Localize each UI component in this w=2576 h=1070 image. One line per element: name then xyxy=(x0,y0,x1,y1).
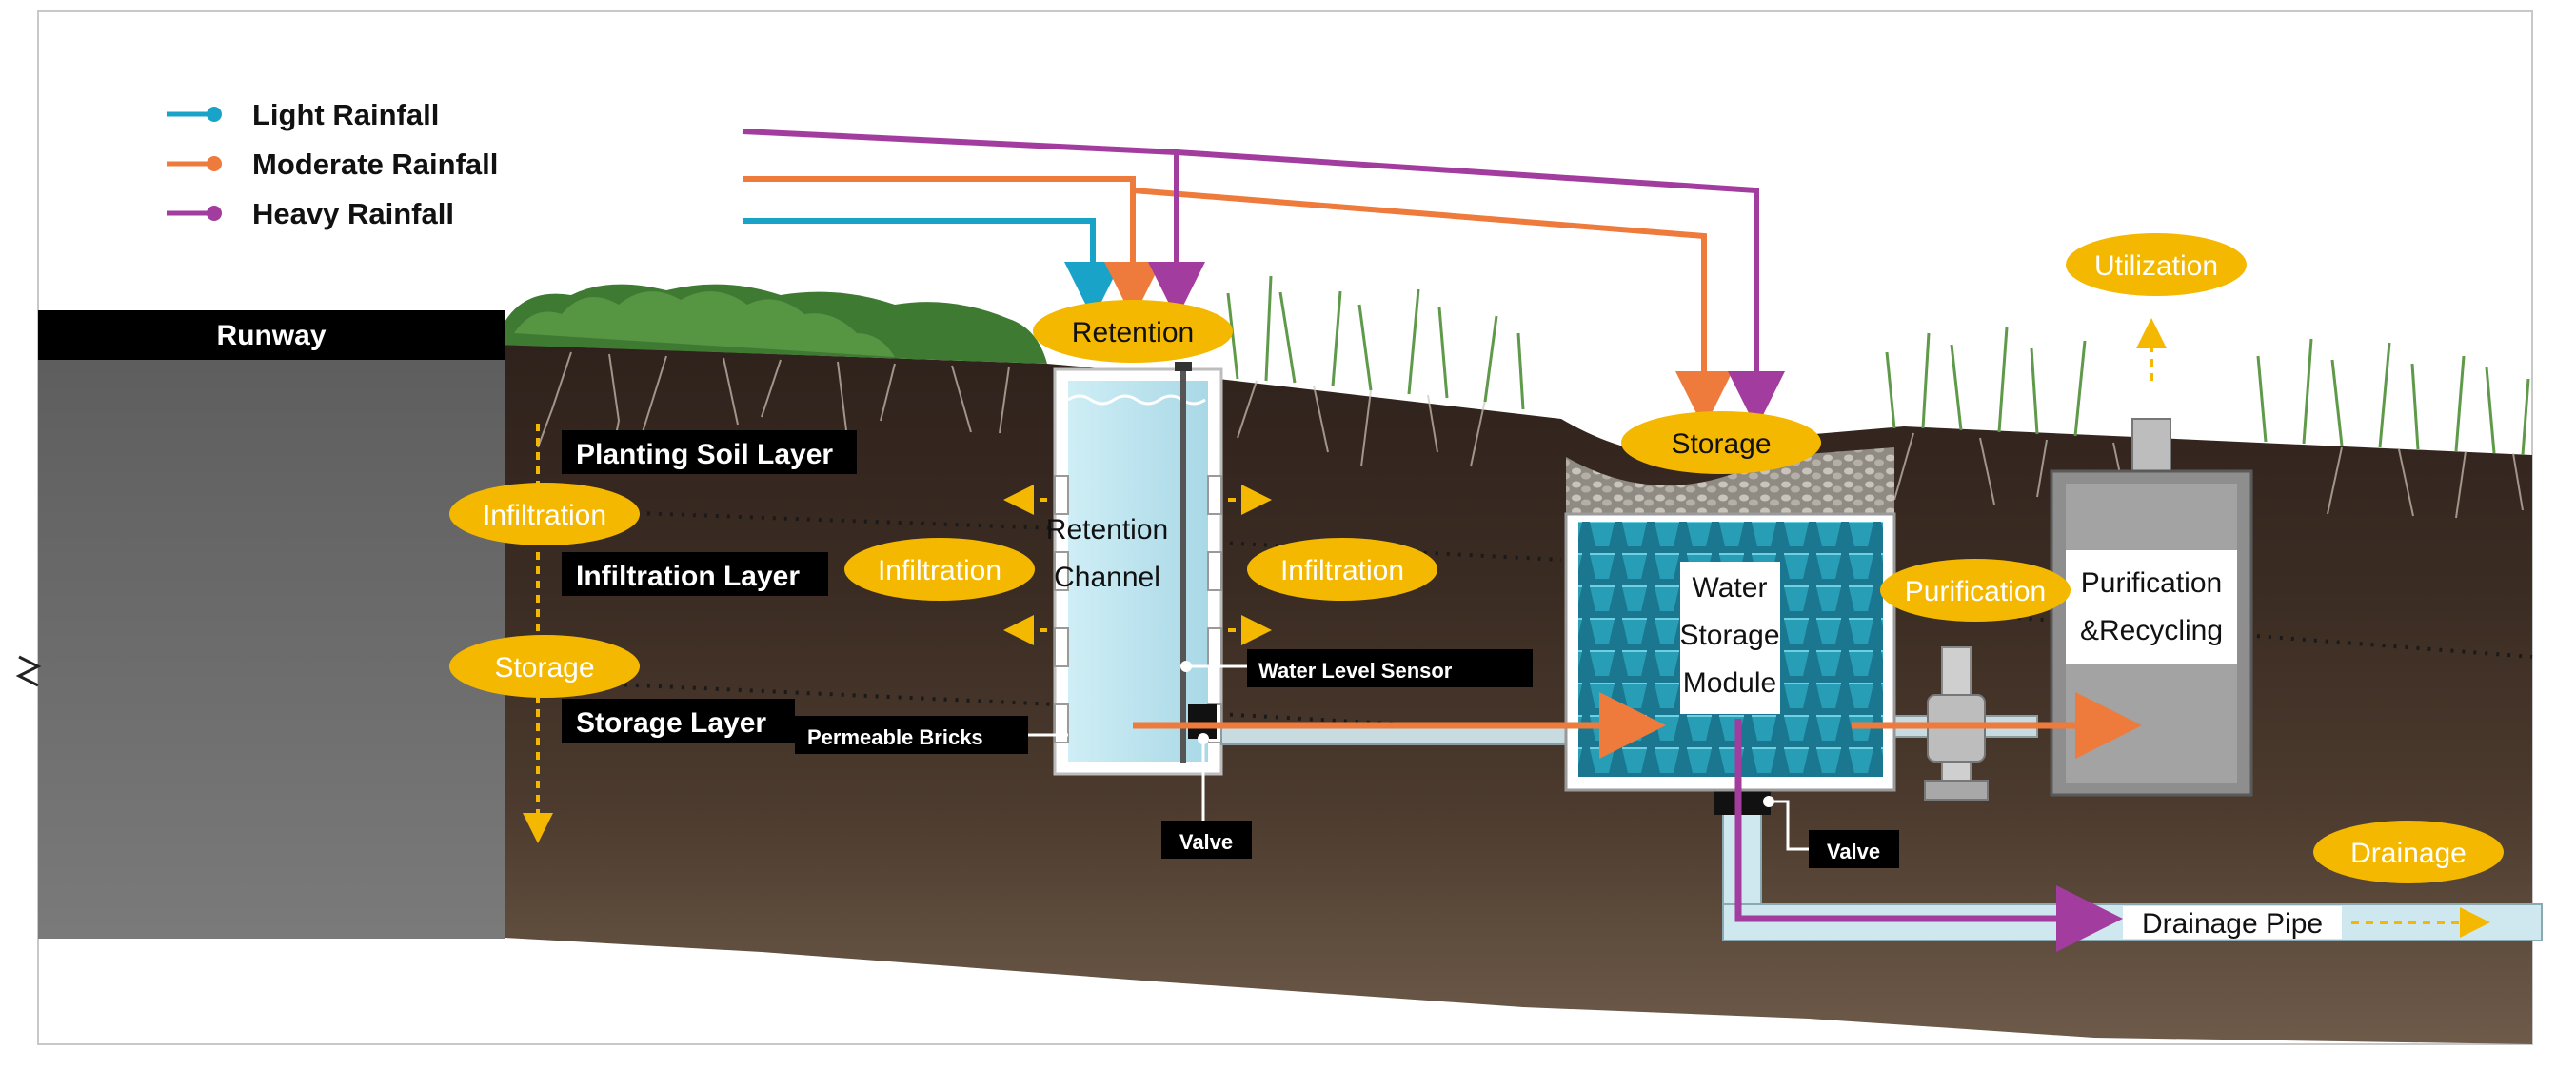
planting-soil-layer-label: Planting Soil Layer xyxy=(576,439,833,470)
light-rainfall-flow xyxy=(743,218,1121,319)
soil-ground xyxy=(505,345,2532,1044)
drainage-badge-label: Drainage xyxy=(2350,838,2467,869)
runway-label: Runway xyxy=(216,320,326,351)
rainfall-arrows xyxy=(742,129,1785,428)
water-storage-label-line2: Storage xyxy=(1679,620,1779,651)
retention-badge xyxy=(1033,300,1233,363)
valve-1-body xyxy=(1188,704,1217,739)
runway xyxy=(15,310,505,939)
legend-dot-moderate xyxy=(207,156,222,171)
valve-2-body xyxy=(1714,788,1771,815)
callout-leaders xyxy=(1028,664,1809,851)
water-level-sensor-label: Water Level Sensor xyxy=(1258,659,1453,683)
internal-flow-arrows xyxy=(1133,692,2142,952)
valve-2-label: Valve xyxy=(1827,840,1880,863)
retention-badge-label: Retention xyxy=(1072,317,1194,348)
storage-top-badge xyxy=(1621,411,1821,474)
overflow-drainage-flow xyxy=(1734,719,2123,952)
purification-badge xyxy=(1880,559,2071,622)
water-storage-label-line1: Water xyxy=(1693,572,1768,604)
retention-channel-label-line2: Channel xyxy=(1054,562,1160,593)
infiltration-left-badge xyxy=(449,483,640,545)
water-storage-label-line3: Module xyxy=(1683,667,1776,699)
moderate-rainfall-flow-retention xyxy=(743,176,1161,319)
storage-top-badge-label: Storage xyxy=(1671,428,1771,460)
storage-left-badge-label: Storage xyxy=(494,652,594,684)
drainage-pipe-label-box xyxy=(2123,906,2342,939)
legend-dot-light xyxy=(207,107,222,122)
moderate-rainfall-flow-storage xyxy=(1132,188,1733,428)
infiltration-layer-label: Infiltration Layer xyxy=(576,561,800,592)
legend-dot-heavy xyxy=(207,206,222,221)
storage-layer-label: Storage Layer xyxy=(576,707,766,739)
water-level-sensor-node xyxy=(1180,661,1192,672)
purification-label-box xyxy=(2066,550,2237,664)
drainage-badge xyxy=(2313,821,2504,883)
infiltration-left-badge-label: Infiltration xyxy=(483,500,606,531)
purification-recycling-label-line2: &Recycling xyxy=(2080,615,2223,646)
legend-label-light: Light Rainfall xyxy=(252,98,439,131)
utilization-badge xyxy=(2066,233,2247,296)
layer-labels xyxy=(562,430,1899,868)
heavy-rainfall-flow-storage xyxy=(1176,149,1785,428)
infiltration-mid-left-badge xyxy=(844,538,1035,601)
legend-label-moderate: Moderate Rainfall xyxy=(252,148,498,181)
retention-channel-label-line1: Retention xyxy=(1046,514,1168,545)
infiltration-mid-right-badge xyxy=(1247,538,1437,601)
permeable-bricks-label: Permeable Bricks xyxy=(807,725,983,749)
plant-roots xyxy=(537,351,2524,519)
purification-recycling-label-line1: Purification xyxy=(2081,567,2222,599)
water-storage-label-box xyxy=(1680,562,1780,714)
legend xyxy=(167,107,222,221)
drainage-pipe-label: Drainage Pipe xyxy=(2142,908,2323,940)
vegetation xyxy=(495,275,2530,456)
legend-label-heavy: Heavy Rainfall xyxy=(252,197,454,230)
storage-left-badge xyxy=(449,635,640,698)
purification-badge-label: Purification xyxy=(1905,576,2046,607)
infiltration-mid-left-badge-label: Infiltration xyxy=(878,555,1001,586)
infiltration-arrows xyxy=(523,318,2490,938)
utilization-badge-label: Utilization xyxy=(2094,250,2218,282)
valve-1-label: Valve xyxy=(1179,830,1233,854)
badges xyxy=(449,233,2504,883)
infiltration-mid-right-badge-label: Infiltration xyxy=(1280,555,1404,586)
